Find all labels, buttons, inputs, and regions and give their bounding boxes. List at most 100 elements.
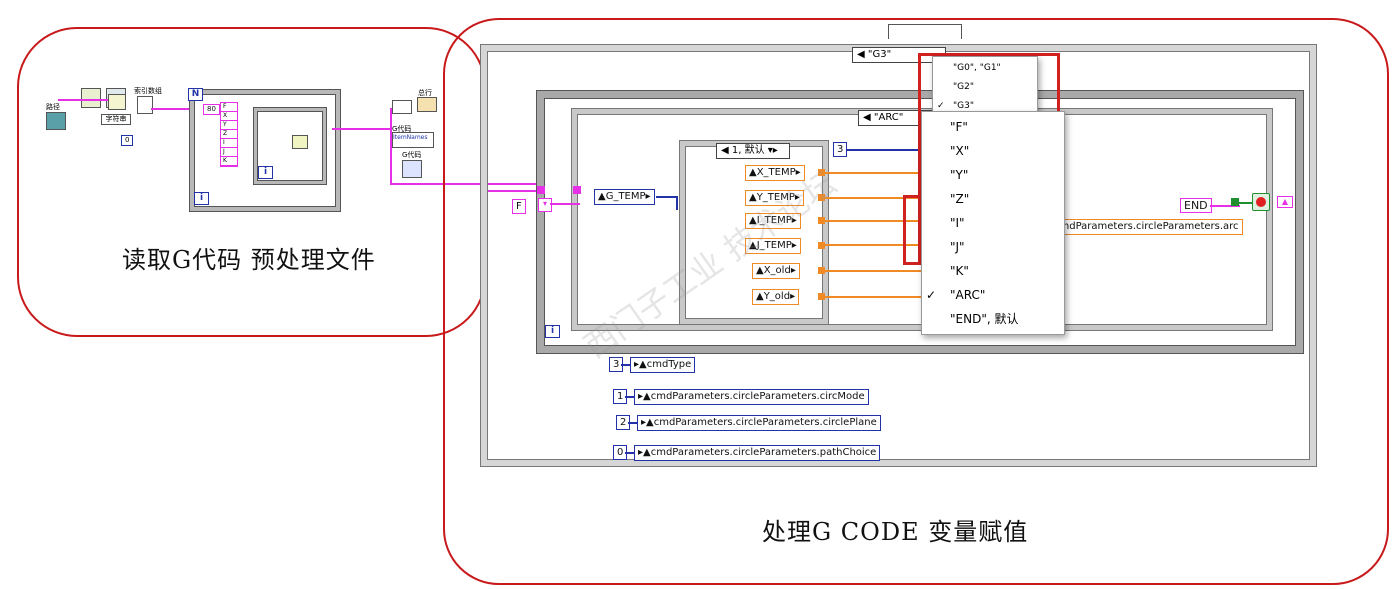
letter-item: J <box>221 148 237 157</box>
case-dropdown[interactable]: "F" "X" "Y" "Z" "I" "J" "K" ✓"ARC" "END", 默认 <box>921 111 1065 335</box>
wire-to-main-2 <box>485 190 575 192</box>
menu-item[interactable]: "G0", "G1" <box>953 63 1001 73</box>
letter-item: K <box>221 157 237 166</box>
const-80: 80 <box>203 104 220 115</box>
menu-item[interactable]: "Z" <box>950 192 970 206</box>
const-f: F <box>512 199 526 214</box>
caption-left: 读取G代码 预处理文件 <box>122 246 376 274</box>
wire-g-temp <box>656 196 678 198</box>
outer-case-selector[interactable]: ◀ "G3" <box>852 47 946 63</box>
const-zero: 0 <box>121 135 134 146</box>
wire-const-3 <box>846 149 936 151</box>
menu-item[interactable]: ✓"ARC" <box>922 283 1064 307</box>
bundle-wire <box>628 422 637 424</box>
string-to-array-node[interactable] <box>108 94 126 110</box>
shift-reg-left <box>537 186 545 194</box>
inner-for-loop <box>254 108 326 184</box>
wire-orange-2 <box>823 197 923 199</box>
loop-i-terminal: i <box>194 192 209 205</box>
bundle-wire <box>625 452 634 454</box>
menu-item[interactable]: ✓"G3" <box>933 97 1037 116</box>
compare-node-right <box>1231 198 1239 206</box>
gcode-label-1: G代码 <box>392 125 412 133</box>
letter-item: Z <box>221 130 237 139</box>
wire-g-temp-down <box>676 196 678 210</box>
menu-item[interactable]: "K" <box>950 264 969 278</box>
total-rows-label: 总行 <box>418 89 432 97</box>
wire-orange-6 <box>823 296 923 298</box>
menu-item[interactable]: "X" <box>950 144 970 158</box>
end-const: END <box>1180 198 1212 213</box>
bundle-wire <box>625 396 634 398</box>
temp-var-x-old: ▲X_old▸ <box>752 263 800 279</box>
path-label: 路径 <box>46 103 60 111</box>
index-array-node[interactable] <box>137 96 153 114</box>
menu-item[interactable]: "Y" <box>950 168 969 182</box>
temp-var-y-temp: ▲Y_TEMP▸ <box>745 190 804 206</box>
check-icon: ✓ <box>926 288 937 302</box>
shift-register-up-icon[interactable]: ▲ <box>1277 196 1293 208</box>
gcode-label-2: G代码 <box>402 151 422 159</box>
letter-item: X <box>221 112 237 121</box>
menu-item[interactable]: "J" <box>950 240 965 254</box>
wire-orange-1 <box>823 172 923 174</box>
top-stub <box>888 24 962 39</box>
index-array-label: 索引数组 <box>134 87 162 95</box>
terminal-square <box>818 242 825 249</box>
letter-item: Y <box>221 121 237 130</box>
wire-left-4 <box>390 108 392 183</box>
file-open-node[interactable] <box>81 88 101 108</box>
case-dropdown-small[interactable]: "G0", "G1" "G2" ✓"G3" <box>932 56 1038 119</box>
bundle-local-variable: ▸▲cmdParameters.circleParameters.circMod… <box>634 389 869 405</box>
g-temp-local: ▲G_TEMP▸ <box>594 189 655 205</box>
inner-case-selector[interactable]: ◀ "ARC" <box>858 110 934 126</box>
wire-left-3 <box>332 128 392 130</box>
terminal-square <box>818 169 825 176</box>
wire-orange-5 <box>823 270 923 272</box>
check-icon: ✓ <box>937 101 945 111</box>
wire-to-main <box>390 183 540 185</box>
temp-var-x-temp: ▲X_TEMP▸ <box>745 165 805 181</box>
letter-item: F <box>221 103 237 112</box>
wire-orange-4 <box>823 244 923 246</box>
arc-output: cmdParameters.circleParameters.arc <box>1050 219 1243 235</box>
bundle-local-variable: ▸▲cmdParameters.circleParameters.pathCho… <box>634 445 881 461</box>
shift-reg-right <box>573 186 581 194</box>
bundle-local-variable: ▸▲cmdType <box>630 357 696 373</box>
while-loop-i-terminal: i <box>545 325 560 338</box>
temp-var-j-temp: ▲J_TEMP▸ <box>745 238 801 254</box>
item-names-property[interactable]: ItemNames <box>392 132 434 148</box>
wire-left-1 <box>58 99 108 101</box>
wire-orange-3 <box>823 220 923 222</box>
wire-stop <box>1239 202 1253 204</box>
f-dropdown-terminal[interactable]: ▾ <box>538 198 552 212</box>
wire-left-2 <box>151 108 189 110</box>
compare-node[interactable] <box>292 135 308 149</box>
path-control[interactable] <box>46 112 66 130</box>
menu-item[interactable]: "END", 默认 <box>950 312 1019 326</box>
bundle-wire <box>621 364 630 366</box>
wire-end <box>1210 205 1240 207</box>
terminal-square <box>818 217 825 224</box>
terminal-square <box>818 267 825 274</box>
temp-var-i-temp: ▲I_TEMP▸ <box>745 213 801 229</box>
menu-item[interactable]: "G2" <box>953 82 974 92</box>
terminal-square <box>818 293 825 300</box>
menu-item[interactable]: "I" <box>950 216 965 230</box>
total-rows-indicator <box>417 97 437 112</box>
highlight-box-2 <box>903 195 934 265</box>
letter-item: I <box>221 139 237 148</box>
build-node[interactable] <box>392 100 412 114</box>
stop-condition-icon[interactable] <box>1252 193 1270 211</box>
menu-item[interactable]: "F" <box>950 120 968 134</box>
caption-right: 处理G CODE 变量赋值 <box>762 518 1029 546</box>
terminal-square <box>818 194 825 201</box>
temp-var-y-old: ▲Y_old▸ <box>752 289 800 305</box>
wire-f <box>550 203 580 205</box>
bundle-local-variable: ▸▲cmdParameters.circleParameters.circleP… <box>637 415 881 431</box>
gcode-listbox[interactable] <box>402 160 422 178</box>
small-case-selector[interactable]: ◀ 1, 默认 ▾▸ <box>716 143 790 159</box>
string-selector[interactable]: 字符串 <box>101 114 131 125</box>
